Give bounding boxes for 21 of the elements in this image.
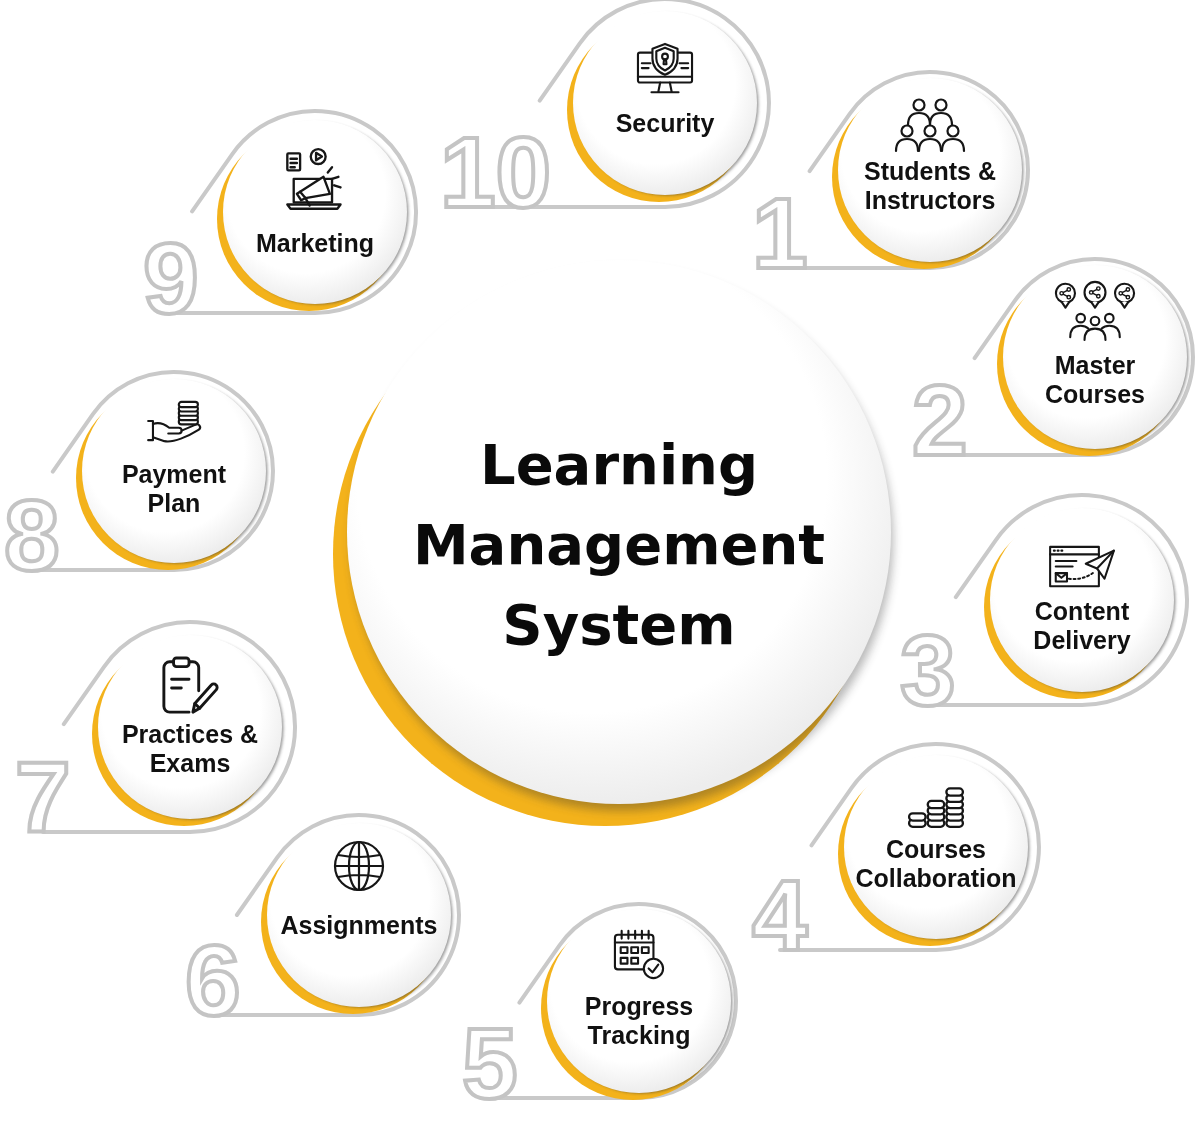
feature-title: Assignments [280, 911, 438, 940]
step-number: 7 [15, 761, 71, 833]
feature-circle [996, 264, 1191, 457]
feature-circle [837, 754, 1032, 947]
feature-circle [216, 119, 411, 312]
feature-circle [91, 634, 286, 827]
feature-title: Courses Collaboration [854, 835, 1018, 893]
feature-circle [75, 378, 270, 571]
feature-title: Content Delivery [1032, 597, 1132, 655]
feature-title: Progress Tracking [583, 992, 695, 1050]
feature-title: Marketing [255, 228, 375, 258]
feature-title: Security [615, 109, 715, 138]
feature-circle [983, 507, 1178, 700]
feature-title: Payment Plan [120, 460, 228, 518]
feature-title: Students & Instructors [863, 156, 997, 215]
feature-circle [260, 822, 455, 1015]
hub-title: Learning Management System [411, 431, 827, 659]
feature-circle [540, 908, 735, 1101]
feature-circle [831, 77, 1026, 270]
feature-title: Practices & Exams [120, 720, 260, 778]
feature-title: Master Courses [1043, 350, 1146, 409]
